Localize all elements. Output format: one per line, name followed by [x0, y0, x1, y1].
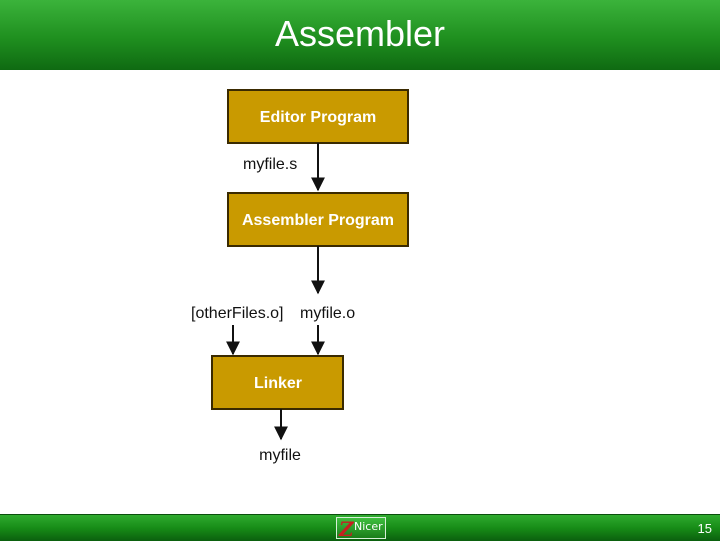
myfile-o-label: myfile.o — [300, 305, 355, 322]
assembler-program-node: Assembler Program — [227, 192, 409, 247]
other-files-label: [otherFiles.o] — [191, 305, 283, 322]
assembler-program-label: Assembler Program — [242, 212, 394, 229]
myfile-s-label: myfile.s — [243, 156, 297, 173]
linker-label: Linker — [254, 375, 302, 392]
slide-number: 15 — [697, 521, 712, 536]
editor-program-node: Editor Program — [227, 89, 409, 144]
nicer-logo: Z Nicer — [336, 517, 386, 541]
editor-program-label: Editor Program — [260, 109, 376, 126]
linker-node: Linker — [211, 355, 344, 410]
slide-title: Assembler — [274, 13, 446, 54]
slide-header: Assembler — [0, 0, 720, 70]
myfile-label: myfile — [259, 447, 301, 464]
slide-footer: Z Nicer 15 — [0, 514, 720, 541]
logo-text: Nicer — [354, 520, 383, 533]
logo-letter: Z — [339, 517, 354, 541]
